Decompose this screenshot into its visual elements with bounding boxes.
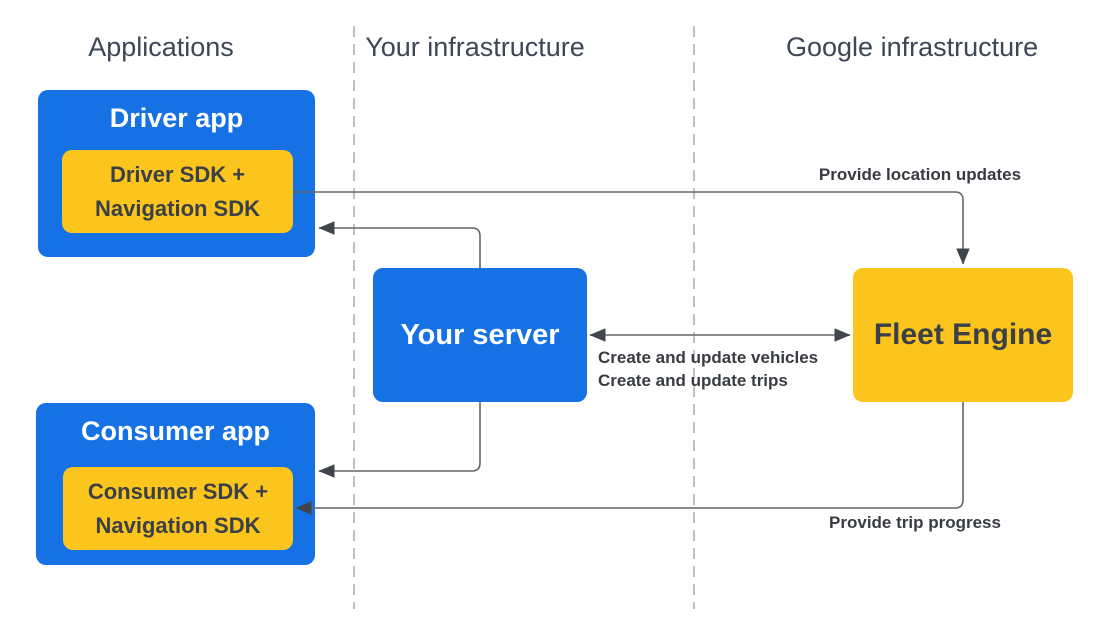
node-consumer-app: Consumer app Consumer SDK + Navigation S…: [36, 403, 315, 565]
consumer-app-title: Consumer app: [80, 416, 271, 446]
node-driver-app: Driver app Driver SDK + Navigation SDK: [38, 90, 315, 257]
node-driver-sdk: Driver SDK + Navigation SDK: [62, 150, 293, 233]
consumer-sdk-line1: Consumer SDK +: [87, 478, 269, 504]
column-header-applications: Applications: [88, 32, 234, 62]
edge-label-provide-trip-progress: Provide trip progress: [829, 513, 1001, 532]
driver-sdk-line1: Driver SDK +: [109, 161, 246, 187]
edge-driver-sdk-to-fleet-engine: [293, 191, 970, 265]
node-your-server: Your server: [373, 268, 587, 402]
consumer-sdk-line2: Navigation SDK: [95, 512, 261, 538]
edge-fleet-engine-to-consumer-sdk: [295, 402, 964, 515]
edge-label-create-and-update-trips: Create and update trips: [598, 371, 788, 390]
edge-server-to-consumer-app: [318, 402, 481, 478]
your-server-title: Your server: [400, 318, 560, 351]
edge-label-provide-location-updates: Provide location updates: [818, 165, 1022, 184]
edge-server-to-driver-app: [318, 221, 481, 268]
driver-sdk-line2: Navigation SDK: [94, 195, 261, 221]
column-header-google-infrastructure: Google infrastructure: [786, 32, 1039, 62]
edge-label-create-and-update-vehicles: Create and update vehicles: [598, 348, 819, 367]
driver-app-title: Driver app: [109, 103, 244, 133]
node-fleet-engine: Fleet Engine: [853, 268, 1073, 402]
column-header-your-infrastructure: Your infrastructure: [365, 32, 585, 62]
fleet-engine-title: Fleet Engine: [873, 318, 1053, 351]
node-consumer-sdk: Consumer SDK + Navigation SDK: [63, 467, 293, 550]
